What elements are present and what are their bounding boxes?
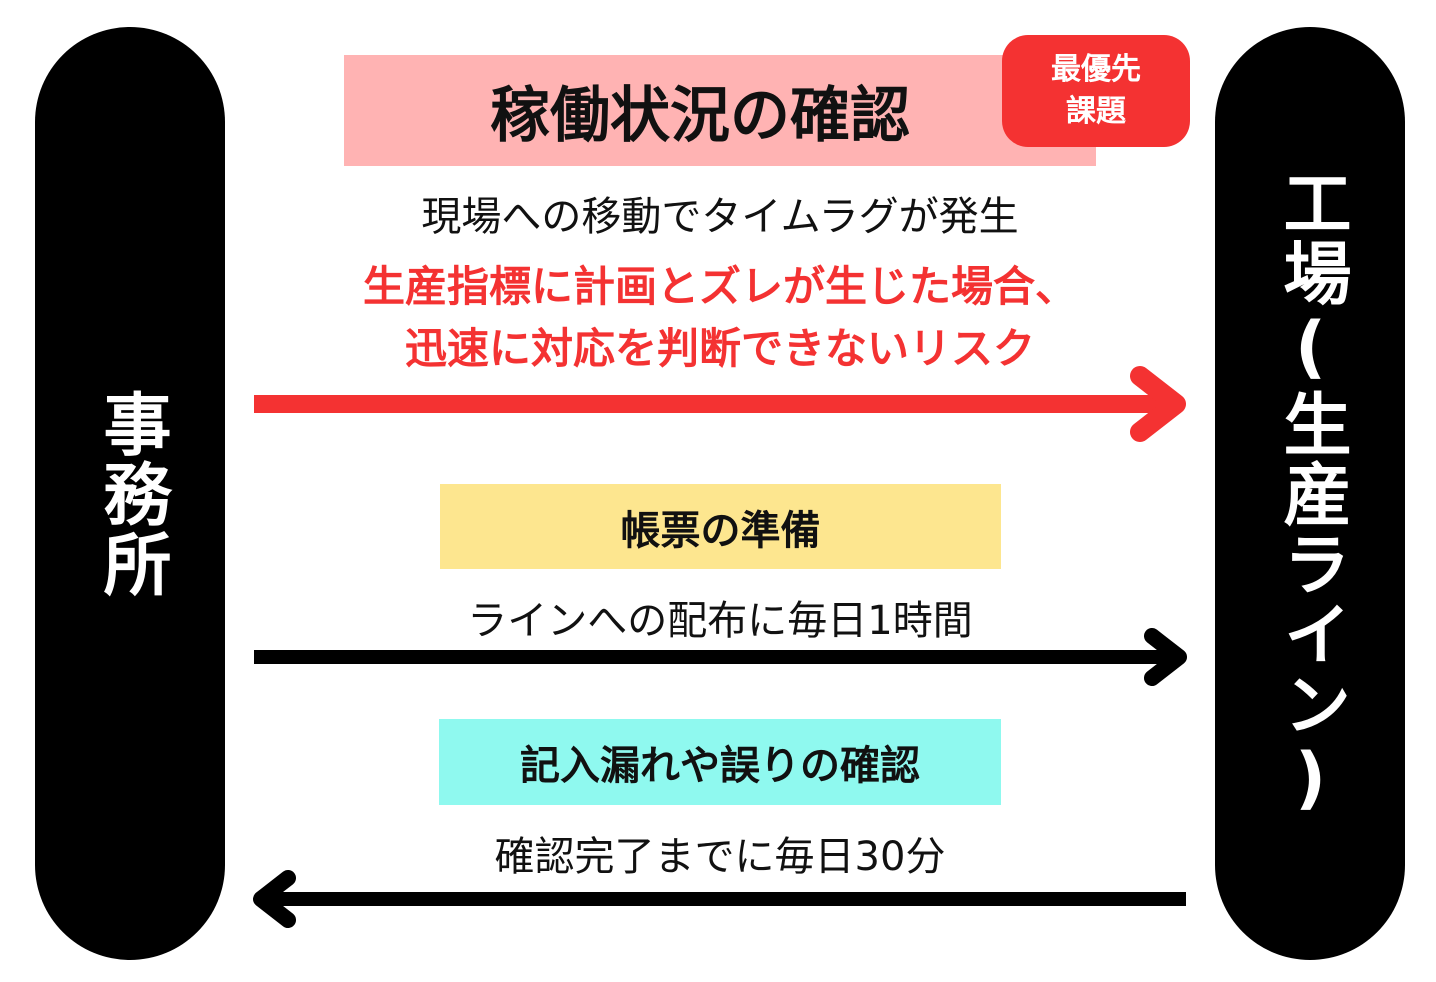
factory-node: 工場(生産ライン) <box>1215 27 1405 960</box>
error-check-title: 記入漏れや誤りの確認 <box>439 719 1001 805</box>
risk-text: 生産指標に計画とズレが生じた場合、 迅速に対応を判断できないリスク <box>254 256 1186 380</box>
black-arrow-left <box>253 870 1186 928</box>
form-preparation-title: 帳票の準備 <box>440 484 1001 569</box>
office-label: 事務所 <box>91 388 170 599</box>
risk-line: 生産指標に計画とズレが生じた場合、 <box>362 262 1077 311</box>
factory-label: 工場(生産ライン) <box>1271 167 1350 820</box>
distribution-description: ラインへの配布に毎日1時間 <box>467 598 973 644</box>
black-arrow-right <box>254 628 1187 686</box>
red-arrow-right <box>254 366 1186 442</box>
risk-line: 迅速に対応を判断できないリスク <box>404 324 1035 373</box>
badge-line: 課題 <box>1066 94 1126 129</box>
operation-status-title: 稼働状況の確認 <box>344 55 1096 166</box>
check-completion-description: 確認完了までに毎日30分 <box>494 834 946 880</box>
badge-line: 最優先 <box>1051 52 1141 87</box>
office-node: 事務所 <box>35 27 225 960</box>
top-priority-badge: 最優先 課題 <box>1002 35 1190 147</box>
time-lag-description: 現場への移動でタイムラグが発生 <box>421 194 1019 240</box>
